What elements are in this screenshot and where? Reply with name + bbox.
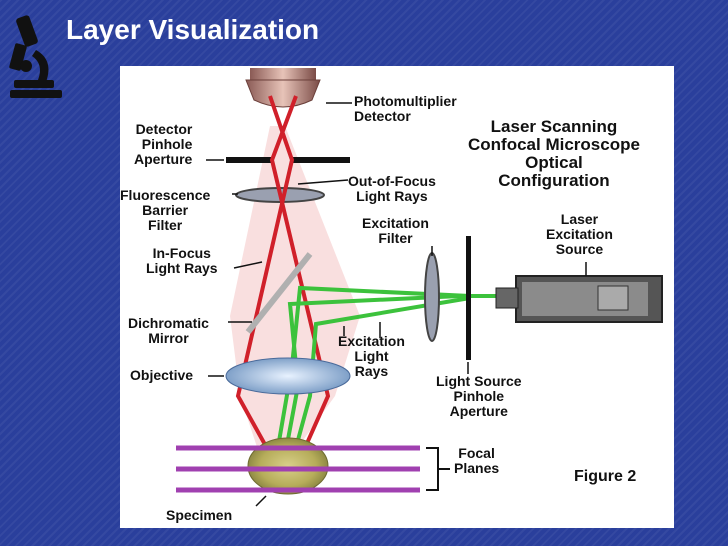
objective-lens [225,357,351,395]
label-objective: Objective [130,367,194,383]
photomultiplier-detector [245,68,321,108]
optical-path-drawing [176,68,663,507]
excitation-filter [424,252,440,342]
label-light-source-pinhole: Light Source Pinhole Aperture [436,373,522,419]
label-barrier-filter: Fluorescence Barrier Filter [120,187,211,233]
slide-title: Layer Visualization [66,14,320,45]
label-detector-pinhole: Detector Pinhole Aperture [134,121,193,167]
label-out-of-focus: Out-of-Focus Light Rays [348,173,436,204]
dichromatic-mirror [245,252,313,334]
label-in-focus: In-Focus Light Rays [146,245,218,276]
microscope-icon [9,15,62,98]
label-excitation-rays: Excitation Light Rays [338,333,405,379]
leader-lines [206,102,587,507]
focal-plane-lines [176,445,420,493]
light-source-pinhole [466,236,471,360]
label-focal-planes: Focal Planes [454,445,500,476]
focal-planes-bracket [426,447,450,491]
label-specimen: Specimen [166,507,233,523]
detector-pinhole-right [292,157,350,163]
laser-source [495,275,663,323]
label-laser-source: Laser Excitation Source [546,211,613,257]
figure-caption: Figure 2 [574,468,637,485]
label-excitation-filter: Excitation Filter [362,215,429,246]
label-photomultiplier: Photomultiplier Detector [354,93,457,124]
detector-pinhole-left [226,157,272,163]
emission-rays [235,95,331,487]
specimen-cell [247,437,329,495]
diagram-heading: Laser Scanning Confocal Microscope Optic… [468,117,640,190]
emission-cone [230,126,360,316]
confocal-diagram: Photomultiplier Detector Detector Pinhol… [120,66,674,528]
label-dichromatic: Dichromatic Mirror [128,315,209,346]
